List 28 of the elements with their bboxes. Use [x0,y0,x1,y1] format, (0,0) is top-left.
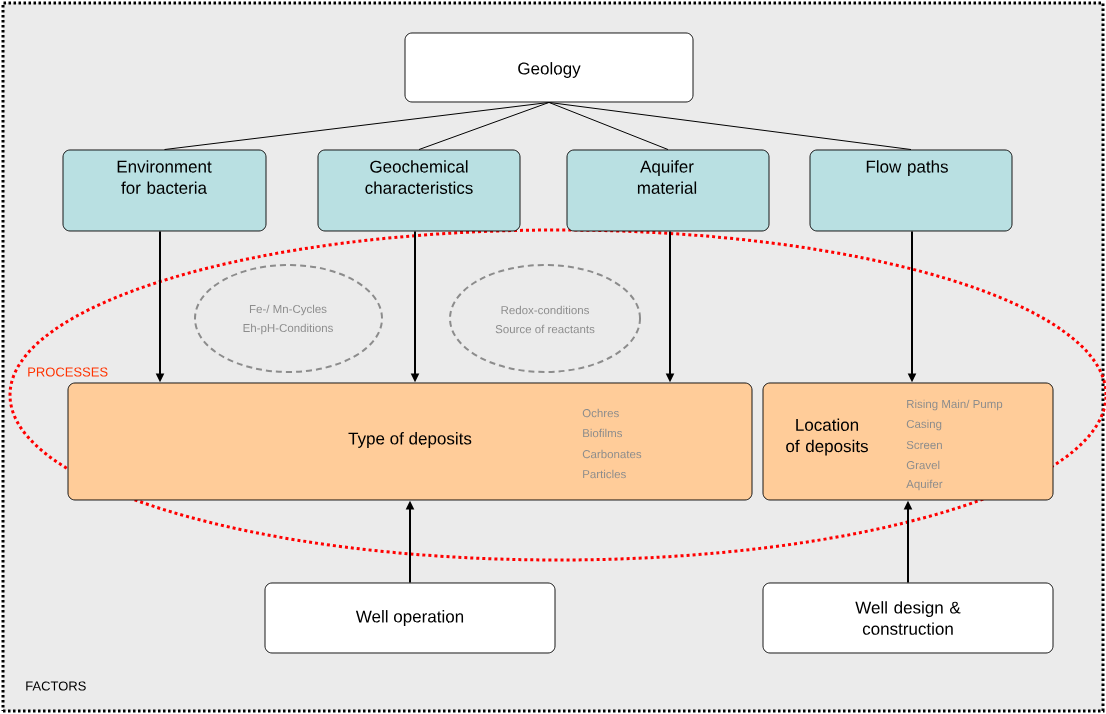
ellipse-text: Fe-/ Mn-Cycles [249,304,327,316]
ellipse-text: Source of reactants [495,324,595,334]
box-label: Type of deposits [348,432,472,448]
list-item: Particles [583,469,626,479]
box-label: Well operation [355,610,464,626]
box-label: Location of deposits [786,418,868,456]
ellipse-label: PROCESSES [28,367,108,377]
frame-label: FACTORS [26,681,86,691]
list-item: Carbonates [582,449,642,459]
box-label: Aquifer material [637,160,697,194]
box-label: Flow paths [866,160,948,177]
list-item: Aquifer [906,479,943,491]
list-item: Screen [906,440,942,450]
connector-line [418,101,550,151]
ellipse-text: Redox-conditions [501,305,589,315]
connector-line [164,101,550,151]
connector-line [548,101,912,151]
box-label: Geology [518,62,581,78]
ellipse-text: Eh-pH-Conditions [243,323,333,335]
list-item: Biofilms [583,428,623,438]
box-label: Geochemical characteristics [365,160,473,194]
list-item: Ochres [582,408,619,418]
box-label: Well design & construction [855,601,961,635]
box-label: Environment for bacteria [117,160,212,194]
list-item: Rising Main/ Pump [907,399,1003,411]
list-item: Casing [906,419,942,431]
list-item: Gravel [906,460,940,470]
connector-line [548,101,669,151]
